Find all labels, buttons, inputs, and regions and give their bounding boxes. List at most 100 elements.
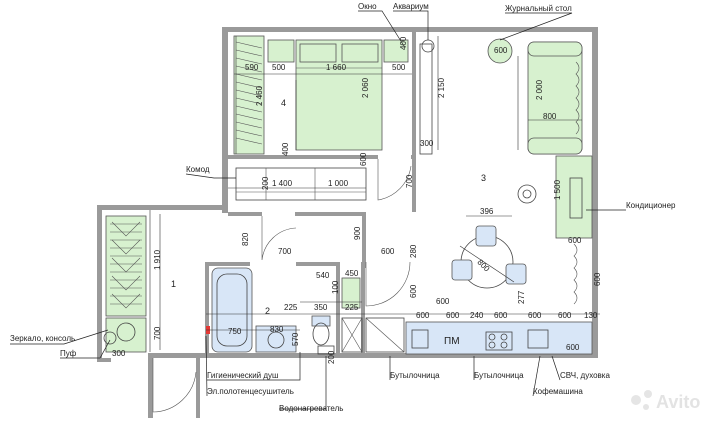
dim-500-left: 500 <box>272 63 286 72</box>
dim-2460: 2 460 <box>255 85 264 106</box>
dim-277: 277 <box>517 290 526 304</box>
dim-600-bed: 600 <box>359 152 368 166</box>
dim-830: 830 <box>270 325 284 334</box>
sofa <box>527 41 583 155</box>
bed <box>295 39 383 151</box>
dim-600-kitchen-1: 600 <box>416 311 430 320</box>
dim-600-wall: 600 <box>436 297 450 306</box>
dim-800-table: 800 <box>476 258 492 274</box>
label-hygienic-shower: Гигиенический душ <box>207 371 278 380</box>
dim-600-nook: 600 <box>381 247 395 256</box>
dim-2060: 2 060 <box>361 77 370 98</box>
dim-600-corner: 600 <box>593 272 602 286</box>
dim-600-kitchen-5: 600 <box>558 311 572 320</box>
dim-590: 590 <box>245 63 259 72</box>
dim-240: 240 <box>470 311 484 320</box>
watermark-text: Avito <box>656 392 700 412</box>
desk-chair <box>517 184 537 204</box>
label-towel-warmer: Эл.полотенцесушитель <box>207 387 294 396</box>
dim-820: 820 <box>241 232 250 246</box>
bathtub <box>211 267 253 353</box>
dim-225-right: 225 <box>345 303 359 312</box>
dim-750: 750 <box>228 327 242 336</box>
dimension-lines <box>149 36 600 352</box>
dim-1000: 1 000 <box>328 179 349 188</box>
living-door <box>365 261 411 307</box>
callouts <box>10 10 626 410</box>
dim-1910: 1 910 <box>153 249 162 270</box>
dim-280: 280 <box>409 244 418 258</box>
dim-570: 570 <box>291 332 300 346</box>
dim-200-heater: 200 <box>327 350 336 364</box>
label-mirror-console: Зеркало, консоль <box>10 334 75 343</box>
dim-700-hall: 700 <box>153 326 162 340</box>
dim-130: 130 <box>584 311 598 320</box>
dim-700-bedroom-door: 700 <box>405 174 414 188</box>
dim-800-sofa: 800 <box>543 112 557 121</box>
laundry-cabinet <box>341 277 361 309</box>
tv-console <box>555 155 593 239</box>
label-microwave-oven: СВЧ, духовка <box>560 371 610 380</box>
dim-1400: 1 400 <box>272 179 293 188</box>
label-air-conditioner: Кондиционер <box>626 201 676 210</box>
label-bottle-rack-2: Бутылочница <box>474 371 524 380</box>
dim-200-dresser: 200 <box>261 176 270 190</box>
label-dresser: Комод <box>186 165 210 174</box>
label-water-heater: Водонагреватель <box>279 404 343 413</box>
dim-400-top: 400 <box>399 36 408 50</box>
walls <box>97 27 598 418</box>
dim-600-kitchen-6: 600 <box>566 343 580 352</box>
nightstand-right <box>383 39 409 63</box>
label-pouf: Пуф <box>60 349 77 358</box>
water-heater <box>317 345 335 355</box>
dim-700-bathroom-door: 700 <box>278 247 292 256</box>
wardrobe-bedroom <box>233 35 265 155</box>
dishwasher-label: ПМ <box>444 336 460 347</box>
dim-500-right: 500 <box>392 63 406 72</box>
mirror-console <box>105 317 147 353</box>
dim-600-kitchen-4: 600 <box>528 311 542 320</box>
pouf <box>103 331 117 345</box>
label-bottle-rack-1: Бутылочница <box>390 371 440 380</box>
toilet <box>311 315 331 346</box>
dim-350: 350 <box>314 303 328 312</box>
dim-600-coffee-table: 600 <box>494 46 508 55</box>
nightstand-left <box>267 39 295 63</box>
dim-400-mid: 400 <box>281 142 290 156</box>
dim-600-kitchen-3: 600 <box>494 311 508 320</box>
dim-600-tv: 600 <box>568 236 582 245</box>
avito-watermark: Avito <box>631 390 700 412</box>
kitchen-counter <box>341 317 593 355</box>
dim-396: 396 <box>480 207 494 216</box>
dresser <box>235 167 367 201</box>
dim-600-laundry: 600 <box>409 284 418 298</box>
sink-bath <box>255 325 297 353</box>
dim-900: 900 <box>353 226 362 240</box>
entry-door <box>152 358 197 413</box>
dim-450: 450 <box>345 269 359 278</box>
room-3-number: 3 <box>481 173 486 183</box>
plant-corner <box>573 243 578 305</box>
bedroom-door <box>377 159 412 201</box>
bathroom-door <box>261 216 297 261</box>
room-4-number: 4 <box>281 98 286 108</box>
label-coffee-table: Журнальный стол <box>505 4 572 13</box>
dining-table <box>451 225 527 289</box>
dim-100: 100 <box>331 280 340 294</box>
label-window: Окно <box>358 2 377 11</box>
dim-2000: 2 000 <box>535 79 544 100</box>
dim-1500: 1 500 <box>553 179 562 200</box>
label-aquarium: Аквариум <box>393 2 429 11</box>
dim-2150: 2 150 <box>437 77 446 98</box>
dim-300-aquarium: 300 <box>420 139 434 148</box>
dim-225-left: 225 <box>284 303 298 312</box>
aquarium <box>419 39 435 155</box>
room-1-number: 1 <box>171 279 176 289</box>
label-coffee-machine: Кофемашина <box>533 387 583 396</box>
dim-600-kitchen-2: 600 <box>446 311 460 320</box>
dim-540: 540 <box>316 271 330 280</box>
dim-300-pouf: 300 <box>112 349 126 358</box>
dim-1660: 1 660 <box>326 63 347 72</box>
hall-wardrobe <box>105 215 147 317</box>
